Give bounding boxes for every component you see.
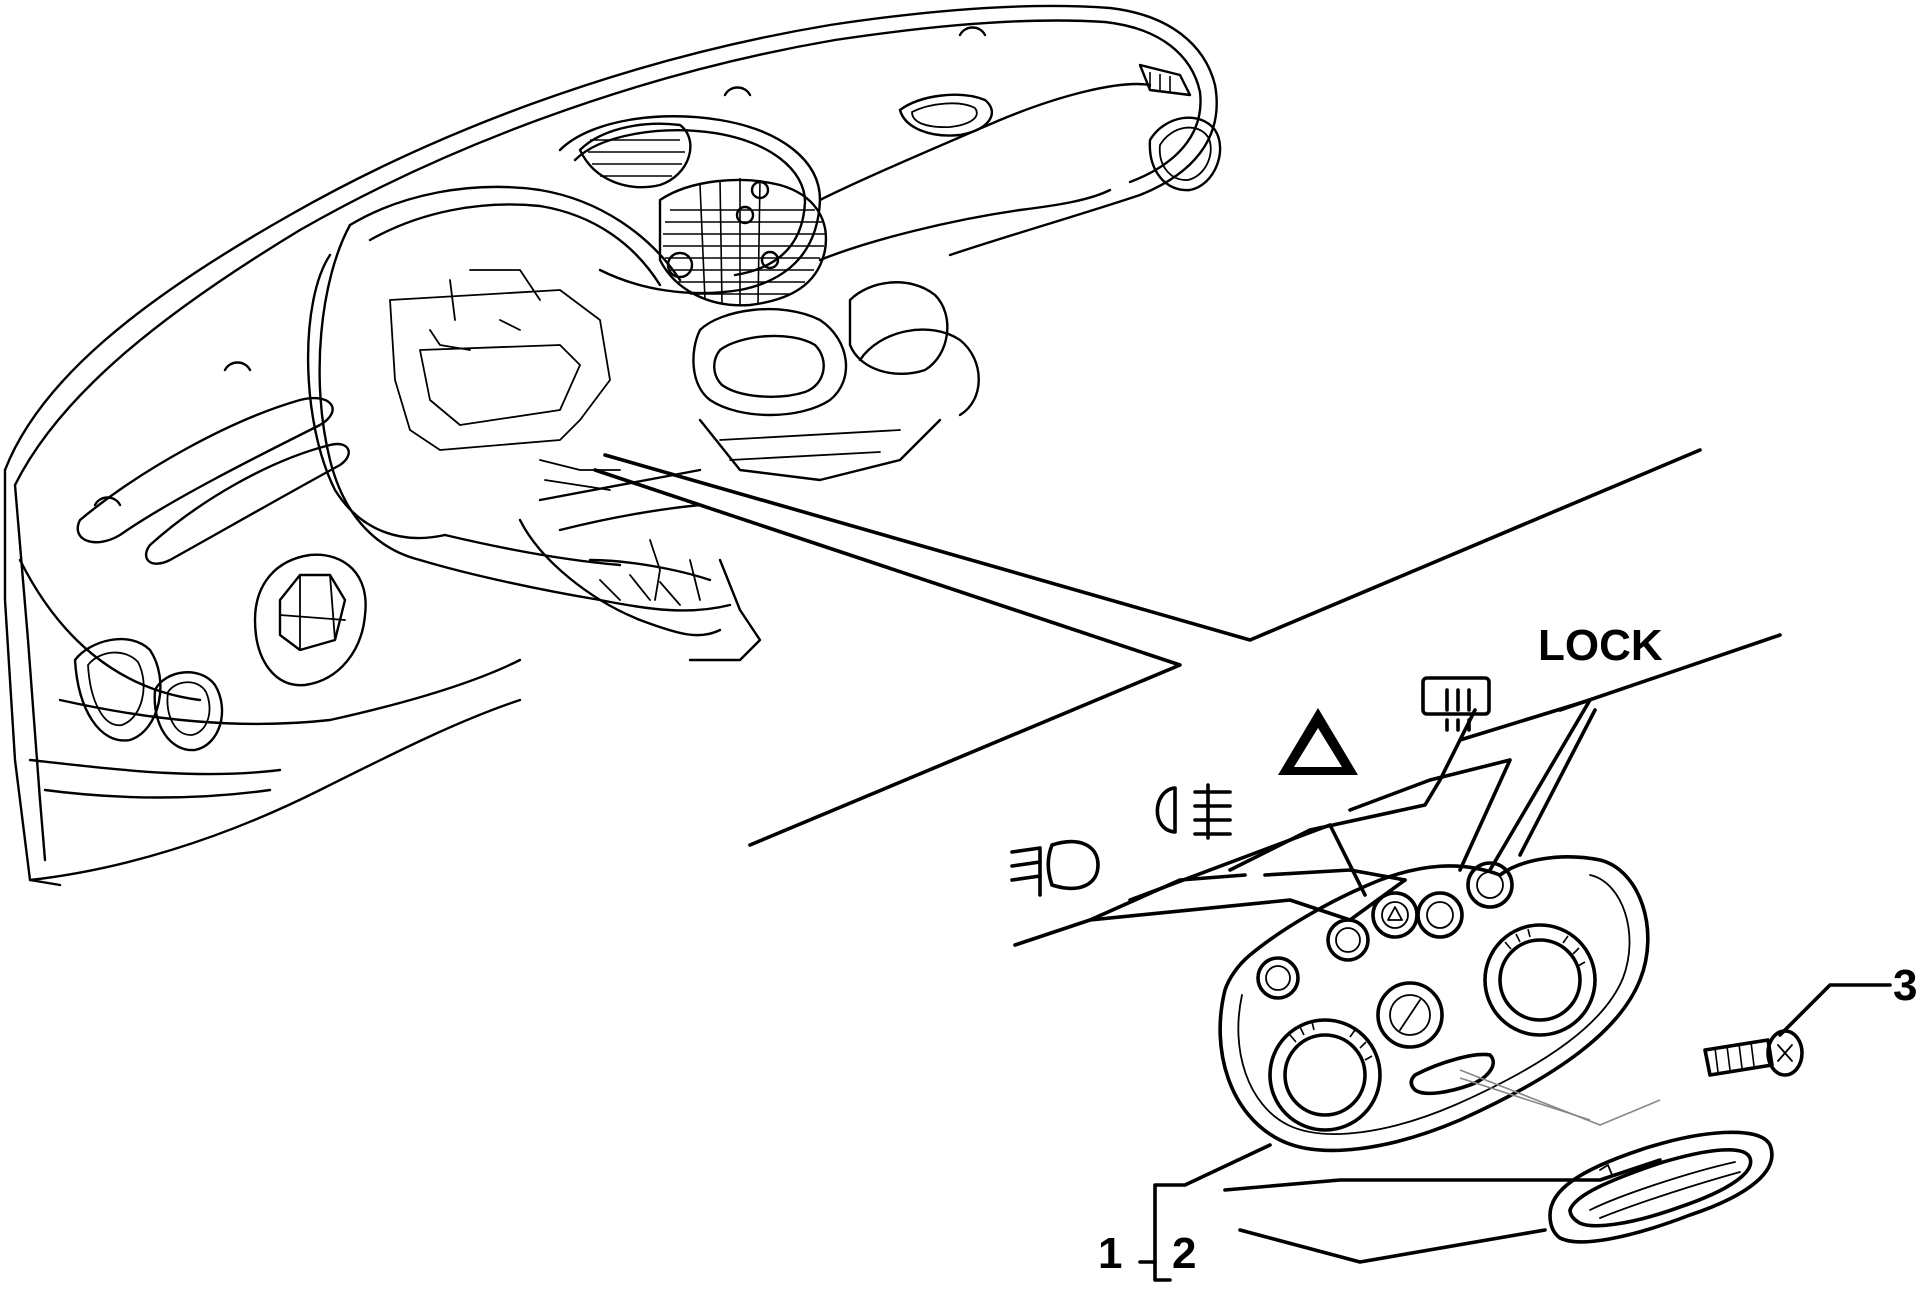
central-vent-slats bbox=[663, 178, 825, 305]
explosion-lines bbox=[593, 448, 1702, 847]
switch-rear-defrost bbox=[1416, 891, 1464, 939]
left-knob bbox=[1268, 1018, 1382, 1132]
callout-2: 2 bbox=[1172, 1229, 1196, 1278]
vent-grille bbox=[1548, 1130, 1774, 1244]
callout-3: 3 bbox=[1893, 961, 1917, 1010]
dashboard-assembly bbox=[3, 4, 1222, 887]
switch-lock bbox=[1466, 861, 1514, 909]
callout-leaders bbox=[1138, 983, 1892, 1282]
front-fog-light-icon bbox=[1155, 783, 1232, 840]
symbol-leader-lines bbox=[1013, 633, 1782, 947]
hazard-warning-icon bbox=[1278, 708, 1358, 775]
switch-hazard bbox=[1371, 891, 1419, 939]
callout-1: 1 bbox=[1098, 1229, 1122, 1278]
switch-front-fog bbox=[1326, 918, 1370, 962]
center-knob bbox=[1376, 981, 1444, 1049]
switch-rear-fog bbox=[1256, 956, 1300, 1000]
lock-label: LOCK bbox=[1538, 621, 1663, 670]
rear-window-defrost-icon bbox=[1421, 676, 1491, 732]
control-panel-bezel bbox=[1218, 855, 1650, 1153]
rear-fog-light-icon bbox=[1010, 839, 1100, 897]
right-knob bbox=[1483, 923, 1597, 1037]
screw-icon bbox=[1703, 1029, 1804, 1077]
